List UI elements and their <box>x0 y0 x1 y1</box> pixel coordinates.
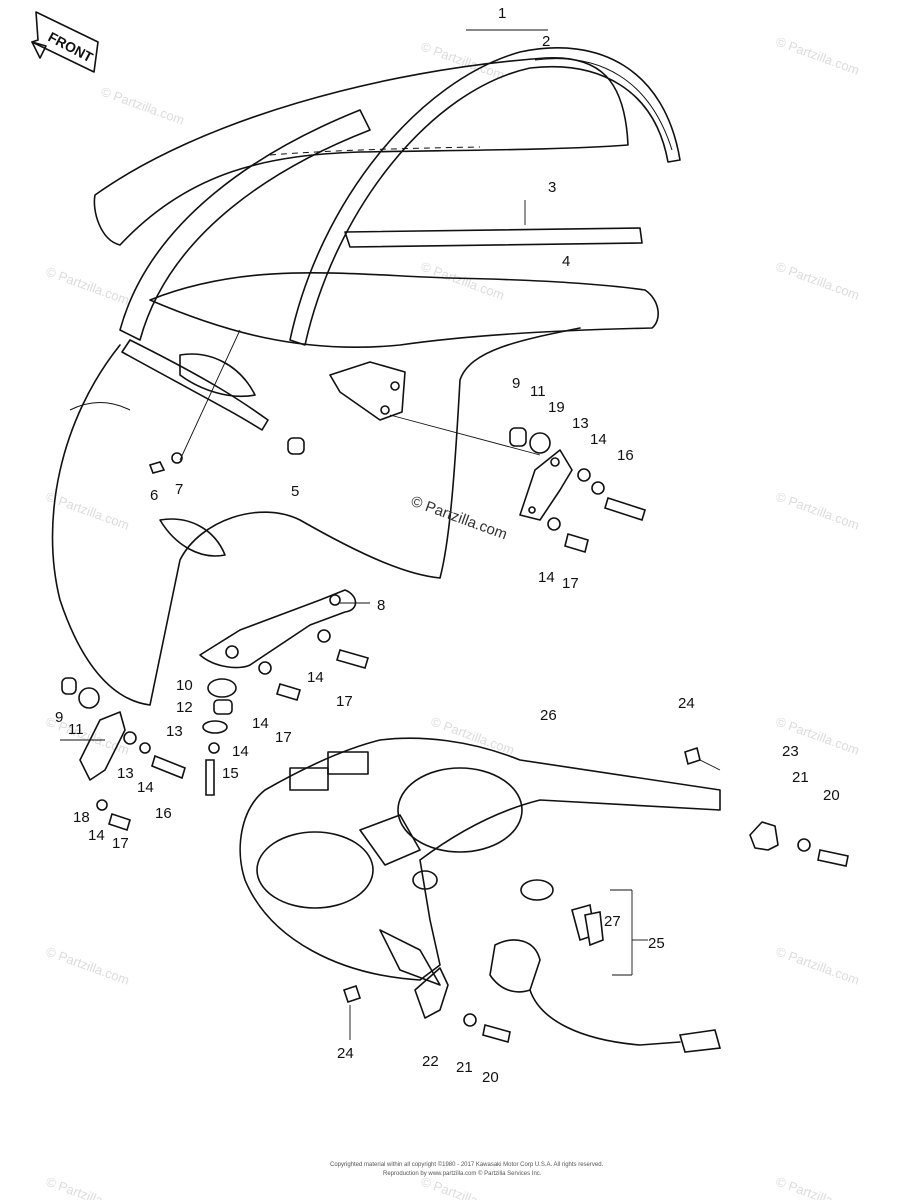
inner-trim-strip <box>119 109 371 431</box>
callout: 23 <box>782 743 799 760</box>
lower-strip <box>344 227 643 248</box>
callout: 14 <box>137 779 154 796</box>
watermarks: © Partzilla.com © Partzilla.com © Partzi… <box>44 34 861 1200</box>
callout: 14 <box>538 569 555 586</box>
callout: 15 <box>222 765 239 782</box>
bracket-8 <box>199 589 357 669</box>
hardware-left-upper <box>148 437 305 474</box>
callout: 9 <box>55 709 63 726</box>
windshield-lower-edge <box>149 271 659 348</box>
callout: 14 <box>232 743 249 760</box>
bracket-19 <box>519 449 573 521</box>
callout: 20 <box>482 1069 499 1086</box>
watermark-text: © Partzilla.com <box>429 714 516 758</box>
callout: 18 <box>73 809 90 826</box>
callout: 17 <box>336 693 353 710</box>
watermark-text: © Partzilla.com <box>774 944 861 988</box>
callout: 1 <box>498 5 506 22</box>
callout: 26 <box>540 707 557 724</box>
leader-lines <box>60 29 721 1040</box>
callout: 22 <box>422 1053 439 1070</box>
callout: 11 <box>530 383 546 400</box>
callout: 3 <box>548 179 556 196</box>
callout: 17 <box>275 729 292 746</box>
watermark-text: © Partzilla.com <box>419 1174 506 1200</box>
watermark-text: © Partzilla.com <box>774 489 861 533</box>
callout: 25 <box>648 935 665 952</box>
hardware-left-lower <box>61 677 186 832</box>
watermark-text: © Partzilla.com <box>419 259 506 303</box>
hardware-ignition-group <box>342 746 849 1053</box>
front-arrow-badge: FRONT <box>31 11 99 73</box>
callout: 14 <box>307 669 324 686</box>
callout: 19 <box>548 399 565 416</box>
callout: 9 <box>512 375 520 392</box>
watermark-text: © Partzilla.com <box>44 489 131 533</box>
watermark-text: © Partzilla.com <box>44 1174 131 1200</box>
callout: 6 <box>150 487 158 504</box>
callout: 14 <box>590 431 607 448</box>
hardware-right-group <box>509 427 646 554</box>
watermark-text: © Partzilla.com <box>99 84 186 128</box>
watermark-text: © Partzilla.com <box>774 1174 861 1200</box>
watermark-text: © Partzilla.com <box>44 264 131 308</box>
center-watermark: © Partzilla.com <box>409 493 510 544</box>
callout: 24 <box>337 1045 354 1062</box>
watermark-text: © Partzilla.com <box>774 259 861 303</box>
callouts: 1 2 3 4 5 6 7 8 9 11 19 13 14 16 14 17 1… <box>55 5 840 1086</box>
callout: 14 <box>252 715 269 732</box>
callout: 17 <box>112 835 129 852</box>
trim-strip <box>289 47 681 346</box>
callout: 4 <box>562 253 570 270</box>
callout: 16 <box>155 805 172 822</box>
callout: 21 <box>456 1059 473 1076</box>
watermark-text: © Partzilla.com <box>44 944 131 988</box>
meter-housing <box>239 737 721 986</box>
callout: 21 <box>792 769 809 786</box>
callout: 13 <box>166 723 183 740</box>
callout: 10 <box>176 677 193 694</box>
windshield <box>93 57 629 246</box>
callout: 11 <box>68 721 84 738</box>
callout: 2 <box>542 33 550 50</box>
callout: 13 <box>117 765 134 782</box>
callout: 17 <box>562 575 579 592</box>
callout: 20 <box>823 787 840 804</box>
callout: 13 <box>572 415 589 432</box>
callout: 5 <box>291 483 299 500</box>
copyright-line-1: Copyrighted material within all copyrigh… <box>330 1161 604 1168</box>
callout: 8 <box>377 597 385 614</box>
callout: 27 <box>604 913 621 930</box>
callout: 7 <box>175 481 183 498</box>
watermark-text: © Partzilla.com <box>774 34 861 78</box>
copyright-line-2: Reproduction by www.partzilla.com © Part… <box>383 1170 542 1177</box>
callout: 24 <box>678 695 695 712</box>
callout: 14 <box>88 827 105 844</box>
upper-mount-block <box>329 361 406 421</box>
hardware-middle <box>202 629 369 796</box>
callout: 16 <box>617 447 634 464</box>
fairing-body <box>51 327 581 706</box>
callout: 12 <box>176 699 193 716</box>
